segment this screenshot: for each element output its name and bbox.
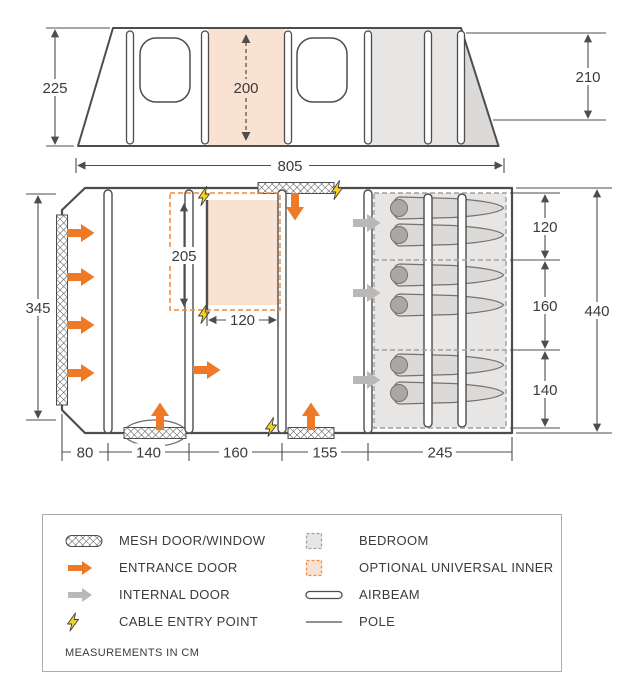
window — [296, 37, 348, 103]
bedroom-airbeams — [423, 193, 467, 428]
internal-door-icon — [65, 586, 107, 604]
side-bedroom-area — [368, 29, 498, 146]
dim-label-total-width: 805 — [277, 158, 302, 175]
mesh-icon — [65, 534, 107, 548]
legend-column-left: MESH DOOR/WINDOW ENTRANCE DOOR INTERNAL … — [65, 527, 305, 635]
legend-label-pole: POLE — [359, 614, 396, 629]
airbeams — [103, 189, 373, 434]
airbeam — [423, 193, 433, 428]
legend-column-right: BEDROOM OPTIONAL UNIVERSAL INNER AIRBEAM — [305, 527, 561, 635]
side-elevation-view: 200 225 210 805 — [37, 27, 606, 175]
entrance-door-icon — [67, 316, 95, 334]
airbeam — [363, 30, 373, 145]
dim-plate — [37, 79, 73, 96]
legend-label-inner: OPTIONAL UNIVERSAL INNER — [359, 560, 554, 575]
dim-plate — [271, 157, 309, 174]
bedroom-dashed-border — [373, 192, 507, 429]
legend-label-entrance: ENTRANCE DOOR — [119, 560, 238, 575]
legend-item-entrance: ENTRANCE DOOR — [65, 554, 305, 581]
legend-item-inner: OPTIONAL UNIVERSAL INNER — [305, 554, 561, 581]
mesh-left-wall — [56, 214, 68, 406]
dim-label-inner-height: 205 — [171, 248, 196, 265]
dim-side-inner-height: 200 — [229, 34, 263, 141]
mesh-top — [257, 182, 335, 194]
optional-inner-icon — [305, 559, 347, 577]
dim-label-bed-3: 140 — [532, 382, 557, 399]
airbeam — [456, 30, 466, 145]
legend-label-cable: CABLE ENTRY POINT — [119, 614, 259, 629]
airbeam-icon — [305, 589, 347, 601]
dim-label-left: 345 — [25, 300, 50, 317]
legend-item-pole: POLE — [305, 608, 561, 635]
dim-lines — [26, 187, 612, 461]
window — [139, 37, 191, 103]
airbeam — [125, 30, 135, 145]
dim-label-bottom-5: 245 — [427, 445, 452, 462]
legend-label-internal: INTERNAL DOOR — [119, 587, 230, 602]
dim-label-bottom-2: 140 — [136, 445, 161, 462]
pole-icon — [305, 618, 347, 626]
airbeam — [277, 189, 287, 434]
dim-label-bed-2: 160 — [532, 298, 557, 315]
legend-label-bedroom: BEDROOM — [359, 533, 429, 548]
entrance-door-icon — [67, 268, 95, 286]
legend-item-internal: INTERNAL DOOR — [65, 581, 305, 608]
floorplan-outline — [60, 186, 514, 435]
mesh-bottom-left — [123, 427, 187, 439]
dim-label-right-total: 440 — [584, 303, 609, 320]
airbeam — [423, 30, 433, 145]
airbeam — [363, 189, 373, 434]
floor-plan-view: 345 205 120 440 120 160 140 80 140 160 1… — [21, 180, 614, 462]
legend-item-airbeam: AIRBEAM — [305, 581, 561, 608]
legend-item-mesh: MESH DOOR/WINDOW — [65, 527, 305, 554]
dim-label-bottom-1: 80 — [77, 445, 94, 462]
legend-label-airbeam: AIRBEAM — [359, 587, 420, 602]
legend: MESH DOOR/WINDOW ENTRANCE DOOR INTERNAL … — [42, 514, 562, 672]
tent-profile-outline — [77, 27, 500, 147]
dim-label-right-height: 210 — [575, 69, 600, 86]
legend-item-bedroom: BEDROOM — [305, 527, 561, 554]
entrance-door-icon — [67, 224, 95, 242]
cable-entry-icon — [65, 612, 107, 632]
mesh-panels — [56, 182, 335, 439]
optional-inner-area — [208, 200, 278, 305]
airbeam — [103, 189, 113, 434]
airbeam — [200, 30, 210, 145]
dim-label-bottom-3: 160 — [223, 445, 248, 462]
entrance-door-icon — [286, 193, 304, 221]
entrance-door-icon — [65, 559, 107, 577]
legend-label-mesh: MESH DOOR/WINDOW — [119, 533, 266, 548]
dim-label-inner-width: 120 — [230, 312, 255, 329]
airbeam — [283, 30, 293, 145]
entrance-door-icon — [193, 361, 221, 379]
legend-item-cable: CABLE ENTRY POINT — [65, 608, 305, 635]
dim-label-left-height: 225 — [42, 80, 67, 97]
dim-plate — [570, 68, 606, 85]
airbeam — [457, 193, 467, 428]
side-airbeams — [125, 30, 466, 145]
entrance-door-icon — [302, 402, 320, 430]
dim-label-bottom-4: 155 — [312, 445, 337, 462]
entrance-door-icon — [67, 364, 95, 382]
bedroom-icon — [305, 532, 347, 550]
dim-label-bed-1: 120 — [532, 219, 557, 236]
measurements-note: MEASUREMENTS IN CM — [65, 647, 200, 659]
side-windows — [139, 37, 348, 103]
airbeam — [184, 189, 194, 434]
dim-label-inner-height: 200 — [233, 80, 258, 97]
dim-labels: 345 205 120 440 120 160 140 80 140 160 1… — [21, 218, 614, 462]
